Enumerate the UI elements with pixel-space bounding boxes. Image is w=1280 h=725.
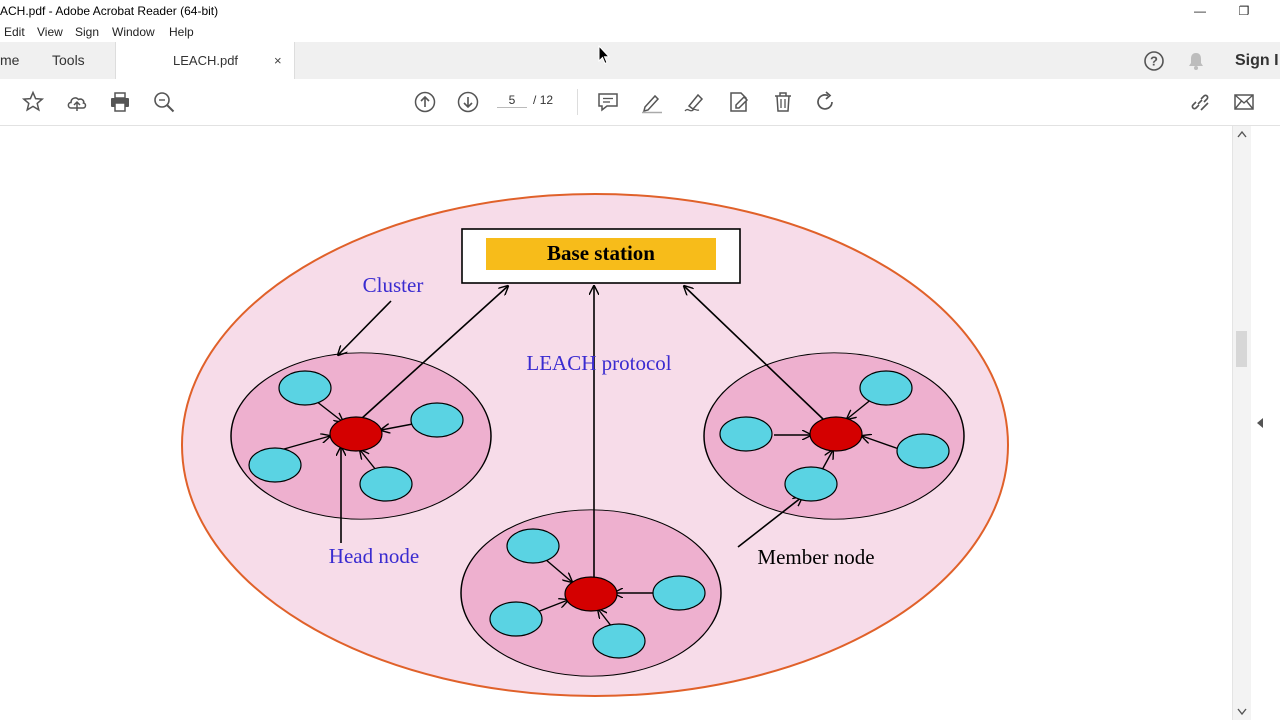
tab-home[interactable]: me bbox=[0, 52, 20, 68]
page-up-icon[interactable] bbox=[413, 90, 437, 114]
cluster-pointer bbox=[338, 300, 392, 355]
edit-pdf-icon[interactable] bbox=[727, 90, 751, 114]
head-node-icon bbox=[809, 416, 863, 452]
delete-icon[interactable] bbox=[771, 90, 795, 114]
document-page: Base station bbox=[0, 126, 1232, 720]
network-field bbox=[181, 193, 1009, 697]
member-node-icon bbox=[592, 623, 646, 659]
member-node-icon bbox=[359, 466, 413, 502]
mouse-cursor-icon bbox=[598, 45, 610, 65]
page-number-input[interactable]: 5 bbox=[497, 93, 527, 108]
svg-text:?: ? bbox=[1150, 54, 1158, 69]
base-station-label: Base station bbox=[547, 241, 655, 265]
head-node-icon bbox=[329, 416, 383, 452]
sign-in-button[interactable]: Sign I bbox=[1235, 52, 1279, 69]
member-node-icon bbox=[652, 575, 706, 611]
share-link-icon[interactable] bbox=[1188, 90, 1212, 114]
member-node-icon bbox=[489, 601, 543, 637]
help-icon[interactable]: ? bbox=[1143, 50, 1165, 72]
member-node-icon bbox=[506, 528, 560, 564]
member-node-label: Member node bbox=[757, 545, 874, 569]
tab-tools[interactable]: Tools bbox=[52, 52, 85, 68]
menu-view[interactable]: View bbox=[37, 25, 63, 39]
window-titlebar: ACH.pdf - Adobe Acrobat Reader (64-bit) … bbox=[0, 0, 1280, 22]
member-node-pointer bbox=[737, 497, 802, 548]
bookmark-star-icon[interactable] bbox=[21, 90, 45, 114]
cluster-label: Cluster bbox=[363, 273, 424, 297]
menu-edit[interactable]: Edit bbox=[4, 25, 25, 39]
restore-button[interactable]: ❐ bbox=[1238, 4, 1250, 18]
member-node-icon bbox=[896, 433, 950, 469]
page-total-count: 12 bbox=[539, 93, 554, 107]
notification-bell-icon[interactable] bbox=[1185, 50, 1207, 72]
scrollbar-thumb[interactable] bbox=[1236, 331, 1247, 367]
page-total: / 12 bbox=[533, 93, 553, 107]
scroll-up-icon[interactable] bbox=[1237, 130, 1247, 138]
print-icon[interactable] bbox=[108, 90, 132, 114]
member-node-icon bbox=[719, 416, 773, 452]
email-icon[interactable] bbox=[1232, 90, 1256, 114]
minimize-button[interactable]: — bbox=[1194, 4, 1206, 18]
scroll-down-icon[interactable] bbox=[1237, 708, 1247, 716]
right-pane bbox=[1251, 126, 1280, 720]
expand-pane-icon[interactable] bbox=[1256, 417, 1264, 429]
upload-cloud-icon[interactable] bbox=[65, 90, 89, 114]
comment-icon[interactable] bbox=[596, 90, 620, 114]
vertical-scrollbar[interactable] bbox=[1232, 126, 1251, 720]
menu-sign[interactable]: Sign bbox=[75, 25, 100, 39]
member-node-icon bbox=[859, 370, 913, 406]
sign-pen-icon[interactable] bbox=[683, 90, 707, 114]
tab-document[interactable]: LEACH.pdf × bbox=[115, 42, 295, 80]
toolbar: 5 / 12 bbox=[0, 79, 1280, 126]
uplink-left bbox=[360, 286, 508, 420]
tab-bar: me Tools LEACH.pdf × ? Sign I bbox=[0, 42, 1280, 80]
rotate-icon[interactable] bbox=[813, 90, 837, 114]
zoom-icon[interactable] bbox=[152, 90, 176, 114]
window-title: ACH.pdf - Adobe Acrobat Reader (64-bit) bbox=[0, 4, 219, 18]
tab-close-button[interactable]: × bbox=[274, 53, 282, 68]
member-node-icon bbox=[784, 466, 838, 502]
member-node-icon bbox=[278, 370, 332, 406]
menu-bar: Edit View Sign Window Help bbox=[0, 22, 1280, 42]
tab-document-label: LEACH.pdf bbox=[173, 53, 239, 68]
menu-window[interactable]: Window bbox=[112, 25, 155, 39]
base-station-fill bbox=[486, 238, 716, 270]
head-node-icon bbox=[564, 576, 618, 612]
head-node-label: Head node bbox=[329, 544, 419, 568]
uplink-right bbox=[684, 286, 824, 420]
menu-help[interactable]: Help bbox=[169, 25, 194, 39]
page-down-icon[interactable] bbox=[456, 90, 480, 114]
protocol-label: LEACH protocol bbox=[526, 351, 671, 375]
leach-diagram: Base station bbox=[181, 193, 1009, 697]
member-node-icon bbox=[410, 402, 464, 438]
member-node-icon bbox=[248, 447, 302, 483]
page-separator: / bbox=[533, 93, 537, 107]
highlight-pen-icon[interactable] bbox=[640, 90, 664, 114]
toolbar-separator bbox=[577, 89, 578, 115]
member-nodes bbox=[248, 370, 950, 659]
